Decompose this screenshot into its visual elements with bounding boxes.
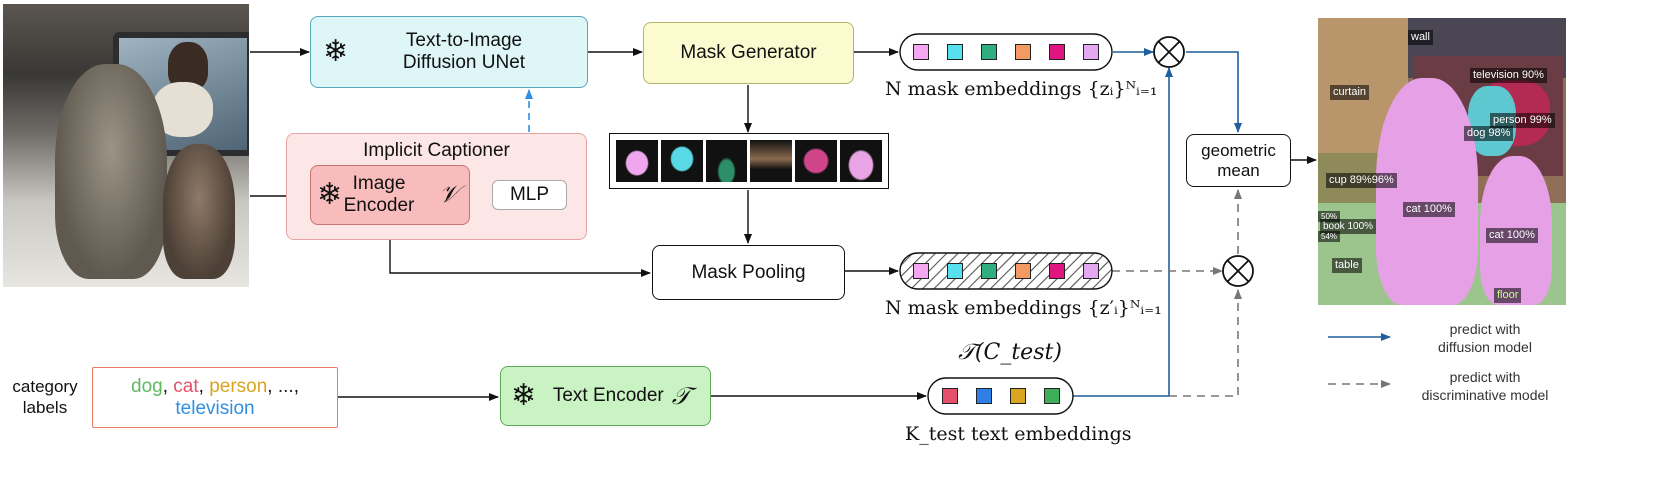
pooled-embedding-square-5 — [1049, 263, 1065, 279]
otimes-top — [1153, 36, 1185, 68]
tag-dog: dog 98% — [1464, 126, 1514, 141]
segmentation-output: wall curtain television 90% person 99% d… — [1318, 18, 1566, 305]
legend-discriminative: predict with discriminative model — [1421, 369, 1549, 403]
pooled-embedding-square-1 — [913, 263, 929, 279]
mask-strip — [609, 133, 889, 189]
text-embedding-square-1 — [942, 388, 958, 404]
tag-cup: cup 89%96% — [1326, 173, 1397, 188]
tag-cat-2: cat 100% — [1486, 228, 1538, 243]
input-image — [3, 4, 249, 287]
category-labels-title: category labels — [12, 377, 78, 417]
text-embedding-square-2 — [976, 388, 992, 404]
text-embedding-square-3 — [1010, 388, 1026, 404]
tag-television: television 90% — [1470, 68, 1547, 83]
pooled-embedding-square-2 — [947, 263, 963, 279]
legend-diffusion: predict with diffusion model — [1438, 321, 1532, 355]
mask-pooling-block: Mask Pooling — [652, 245, 845, 300]
tag-cat-1: cat 100% — [1403, 202, 1455, 217]
snowflake-icon: ❄ — [317, 178, 343, 211]
text-embeddings-caption: K_test text embeddings — [905, 423, 1132, 445]
mask-thumb-cat-small — [840, 140, 882, 182]
mask-embedding-square-3 — [981, 44, 997, 60]
top-embedding-pill — [899, 33, 1113, 71]
tag-floor: floor — [1494, 288, 1522, 303]
mask-thumb-person — [795, 140, 838, 182]
tag-pct-50: 50% — [1318, 211, 1341, 222]
mask-embedding-square-2 — [947, 44, 963, 60]
tag-curtain: curtain — [1330, 85, 1370, 100]
geometric-mean-label: geometric mean — [1201, 140, 1276, 180]
category-word-television: television — [175, 397, 255, 419]
image-encoder-symbol: 𝒱 — [439, 180, 459, 208]
tag-wall: wall — [1408, 30, 1433, 45]
tag-pct-54: 54% — [1318, 231, 1341, 242]
otimes-bottom — [1222, 255, 1254, 287]
mlp-label: MLP — [509, 184, 550, 205]
mask-thumb-dog — [660, 140, 703, 182]
diffusion-unet-block: ❄ Text-to-Image Diffusion UNet — [310, 16, 588, 88]
geometric-mean-block: geometric mean — [1186, 134, 1291, 187]
mask-embedding-square-6 — [1083, 44, 1099, 60]
cat-small-figure — [163, 144, 235, 279]
mask-embedding-square-5 — [1049, 44, 1065, 60]
pooled-embedding-square-4 — [1015, 263, 1031, 279]
tag-person: person 99% — [1490, 113, 1555, 128]
pooled-embedding-square-3 — [981, 263, 997, 279]
pooled-embedding-square-6 — [1083, 263, 1099, 279]
text-embedding-pill — [927, 377, 1074, 415]
text-embeddings-title: 𝒯(C_test) — [958, 340, 1062, 365]
category-labels-box: dog, cat, person, ..., television — [92, 367, 338, 428]
diffusion-unet-label: Text-to-Image Diffusion UNet — [402, 30, 526, 73]
mask-embedding-square-4 — [1015, 44, 1031, 60]
text-encoder-symbol: 𝒯 — [671, 382, 691, 410]
category-word-dog: dog — [131, 375, 163, 397]
mask-generator-label: Mask Generator — [680, 42, 817, 63]
seg-cat-large — [1376, 78, 1478, 305]
category-word-ellipsis: ... — [277, 375, 294, 397]
text-encoder-label: Text Encoder — [552, 385, 664, 406]
bottom-embedding-pill — [899, 252, 1113, 290]
top-embeddings-caption: N mask embeddings {zᵢ}ᴺᵢ₌₁ — [885, 78, 1158, 100]
implicit-captioner-label: Implicit Captioner — [363, 140, 510, 161]
mask-pooling-label: Mask Pooling — [691, 261, 806, 283]
category-word-person: person — [209, 375, 268, 397]
mask-thumb-cat — [616, 140, 658, 182]
image-encoder-block: ❄ Image Encoder 𝒱 — [310, 165, 470, 225]
text-embedding-square-4 — [1044, 388, 1060, 404]
snowflake-icon: ❄ — [511, 379, 537, 412]
mask-embedding-square-1 — [913, 44, 929, 60]
tag-table: table — [1332, 258, 1362, 273]
text-encoder-block: ❄ Text Encoder 𝒯 — [500, 366, 711, 426]
snowflake-icon: ❄ — [323, 35, 349, 68]
category-word-cat: cat — [173, 375, 199, 397]
image-encoder-label: Image Encoder — [343, 173, 415, 216]
mask-thumb-dark — [705, 140, 748, 182]
tag-book: book 100% — [1320, 219, 1377, 234]
bottom-embeddings-caption: N mask embeddings {z′ᵢ}ᴺᵢ₌₁ — [885, 297, 1162, 319]
mask-generator-block: Mask Generator — [643, 22, 854, 84]
mask-thumb-table — [750, 140, 793, 182]
cat-large-figure — [55, 64, 167, 279]
mlp-block: MLP — [492, 180, 567, 210]
